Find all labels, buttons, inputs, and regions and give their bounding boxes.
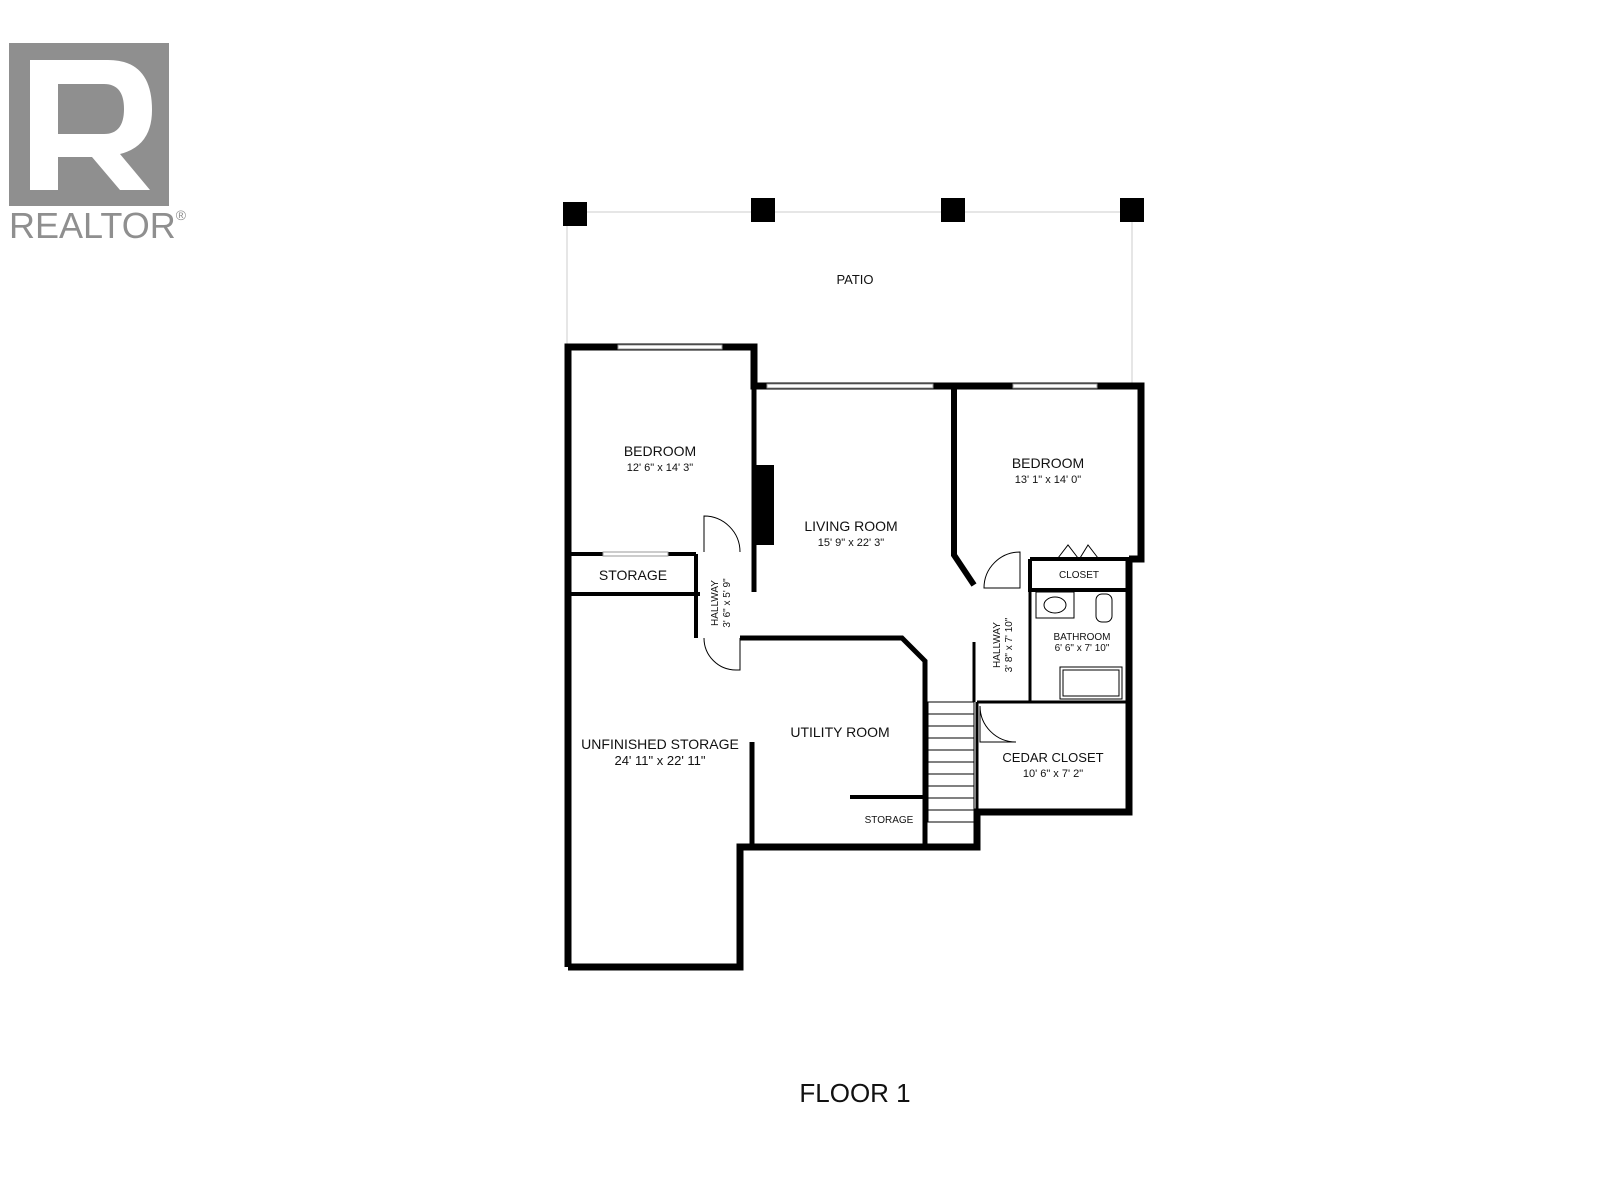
- realtor-wordmark: REALTOR®: [9, 205, 187, 246]
- patio: [563, 198, 1144, 384]
- hallway-left-dims: 3' 6" x 5' 9": [722, 578, 733, 628]
- unfinished-storage-dims: 24' 11" x 22' 11": [614, 753, 705, 768]
- living-room-label: LIVING ROOM: [804, 518, 897, 534]
- patio-post: [941, 198, 965, 222]
- unfinished-storage-label: UNFINISHED STORAGE: [581, 736, 739, 752]
- realtor-logo: REALTOR®: [9, 43, 187, 246]
- walls: [564, 343, 1145, 971]
- patio-post: [1120, 198, 1144, 222]
- bedroom-right-label: BEDROOM: [1012, 455, 1084, 471]
- floor-title: FLOOR 1: [799, 1078, 910, 1108]
- bathroom-dims: 6' 6" x 7' 10": [1055, 643, 1110, 654]
- patio-post: [751, 198, 775, 222]
- realtor-r-glyph: [30, 60, 152, 190]
- hallway-right-dims: 3' 8" x 7' 10": [1004, 617, 1015, 672]
- toilet-icon: [1095, 593, 1113, 623]
- shower-icon: [1059, 666, 1123, 700]
- bedroom-right-dims: 13' 1" x 14' 0": [1015, 474, 1082, 486]
- storage-left-label: STORAGE: [599, 567, 667, 583]
- bedroom-left-label: BEDROOM: [624, 443, 696, 459]
- doors: [703, 515, 1099, 743]
- window-frames: [602, 344, 1098, 557]
- patio-label: PATIO: [836, 272, 873, 287]
- cedar-closet-dims: 10' 6" x 7' 2": [1023, 768, 1083, 780]
- cedar-closet-label: CEDAR CLOSET: [1002, 750, 1103, 765]
- hallway-left-label: HALLWAY: [710, 580, 721, 626]
- windows: [603, 344, 1097, 557]
- storage-small-label: STORAGE: [865, 815, 914, 826]
- fireplace: [754, 465, 774, 545]
- stairs: [927, 701, 975, 823]
- registered-mark: ®: [176, 207, 187, 223]
- hallway-right-label: HALLWAY: [992, 622, 1003, 668]
- sink-icon: [1043, 596, 1067, 614]
- bedroom-left-dims: 12' 6" x 14' 3": [627, 462, 694, 474]
- bathroom-label: BATHROOM: [1053, 632, 1110, 643]
- utility-room-label: UTILITY ROOM: [790, 724, 889, 740]
- patio-post: [563, 202, 587, 226]
- bathroom-fixtures: [1035, 591, 1123, 700]
- closet-label: CLOSET: [1059, 570, 1099, 581]
- living-room-dims: 15' 9" x 22' 3": [818, 537, 885, 549]
- vanity-icon: [1035, 591, 1075, 619]
